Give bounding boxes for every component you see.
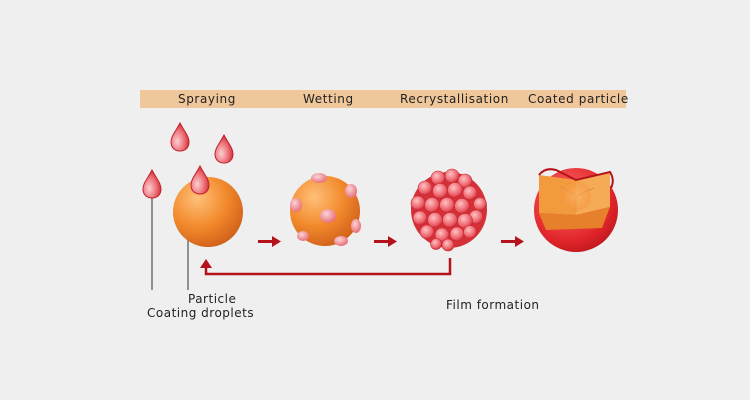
coating-droplet xyxy=(214,134,234,164)
film-formation-label: Film formation xyxy=(446,298,540,312)
coated-particle-stage xyxy=(534,168,618,252)
arrow-icon xyxy=(258,236,281,247)
wetting-stage xyxy=(290,173,361,246)
core-particle xyxy=(173,177,243,247)
recrystallisation-stage xyxy=(410,168,487,252)
stage-label-recrystallisation: Recrystallisation xyxy=(400,92,509,106)
arrow-icon xyxy=(501,236,524,247)
coating-droplet xyxy=(142,169,162,199)
stage-label-wetting: Wetting xyxy=(303,92,354,106)
coating-droplets-label: Coating droplets xyxy=(147,306,255,320)
particle-label: Particle xyxy=(188,292,237,306)
stage-header-bar xyxy=(140,90,626,108)
arrow-icon xyxy=(374,236,397,247)
particle-core xyxy=(561,181,591,211)
process-arrows xyxy=(258,236,524,247)
stage-label-coated-particle: Coated particle xyxy=(528,92,629,106)
coating-droplet xyxy=(170,122,190,152)
coating-droplet xyxy=(190,165,210,195)
stage-label-spraying: Spraying xyxy=(178,92,236,106)
film-formation-loop-arrow xyxy=(200,258,452,276)
loop-arrowhead-icon xyxy=(200,259,212,268)
spraying-stage xyxy=(142,122,243,290)
